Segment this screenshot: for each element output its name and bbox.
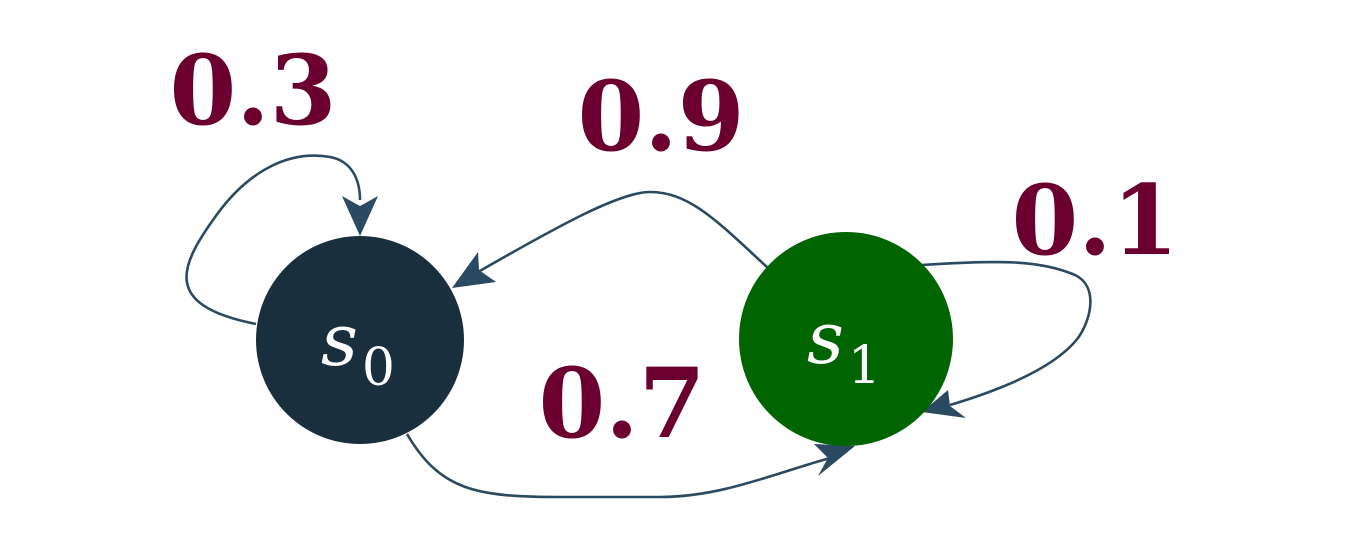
state-s0-circle xyxy=(256,236,464,444)
edge-s1-s1 xyxy=(921,260,1092,418)
arrowhead-s1-s0 xyxy=(452,252,496,288)
edge-s1-s0 xyxy=(452,190,769,288)
state-s0-label: s0 xyxy=(321,298,395,398)
arrowhead-s0-s0 xyxy=(342,196,378,236)
state-s1-label: s1 xyxy=(807,296,881,396)
arrowhead-s0-s1 xyxy=(814,444,855,476)
state-s1: s1 xyxy=(739,232,953,446)
state-s1-circle xyxy=(739,232,953,446)
state-s0: s0 xyxy=(256,236,464,444)
prob-label-s1-s0: 0.9 xyxy=(577,60,744,173)
prob-label-s1-s1: 0.1 xyxy=(1011,164,1178,277)
edge-s0-s1 xyxy=(405,433,855,499)
arrowhead-s1-s1 xyxy=(922,390,966,418)
prob-label-s0-s0: 0.3 xyxy=(169,34,336,147)
edge-s0-s0 xyxy=(185,154,378,326)
prob-label-s0-s1: 0.7 xyxy=(538,347,705,460)
